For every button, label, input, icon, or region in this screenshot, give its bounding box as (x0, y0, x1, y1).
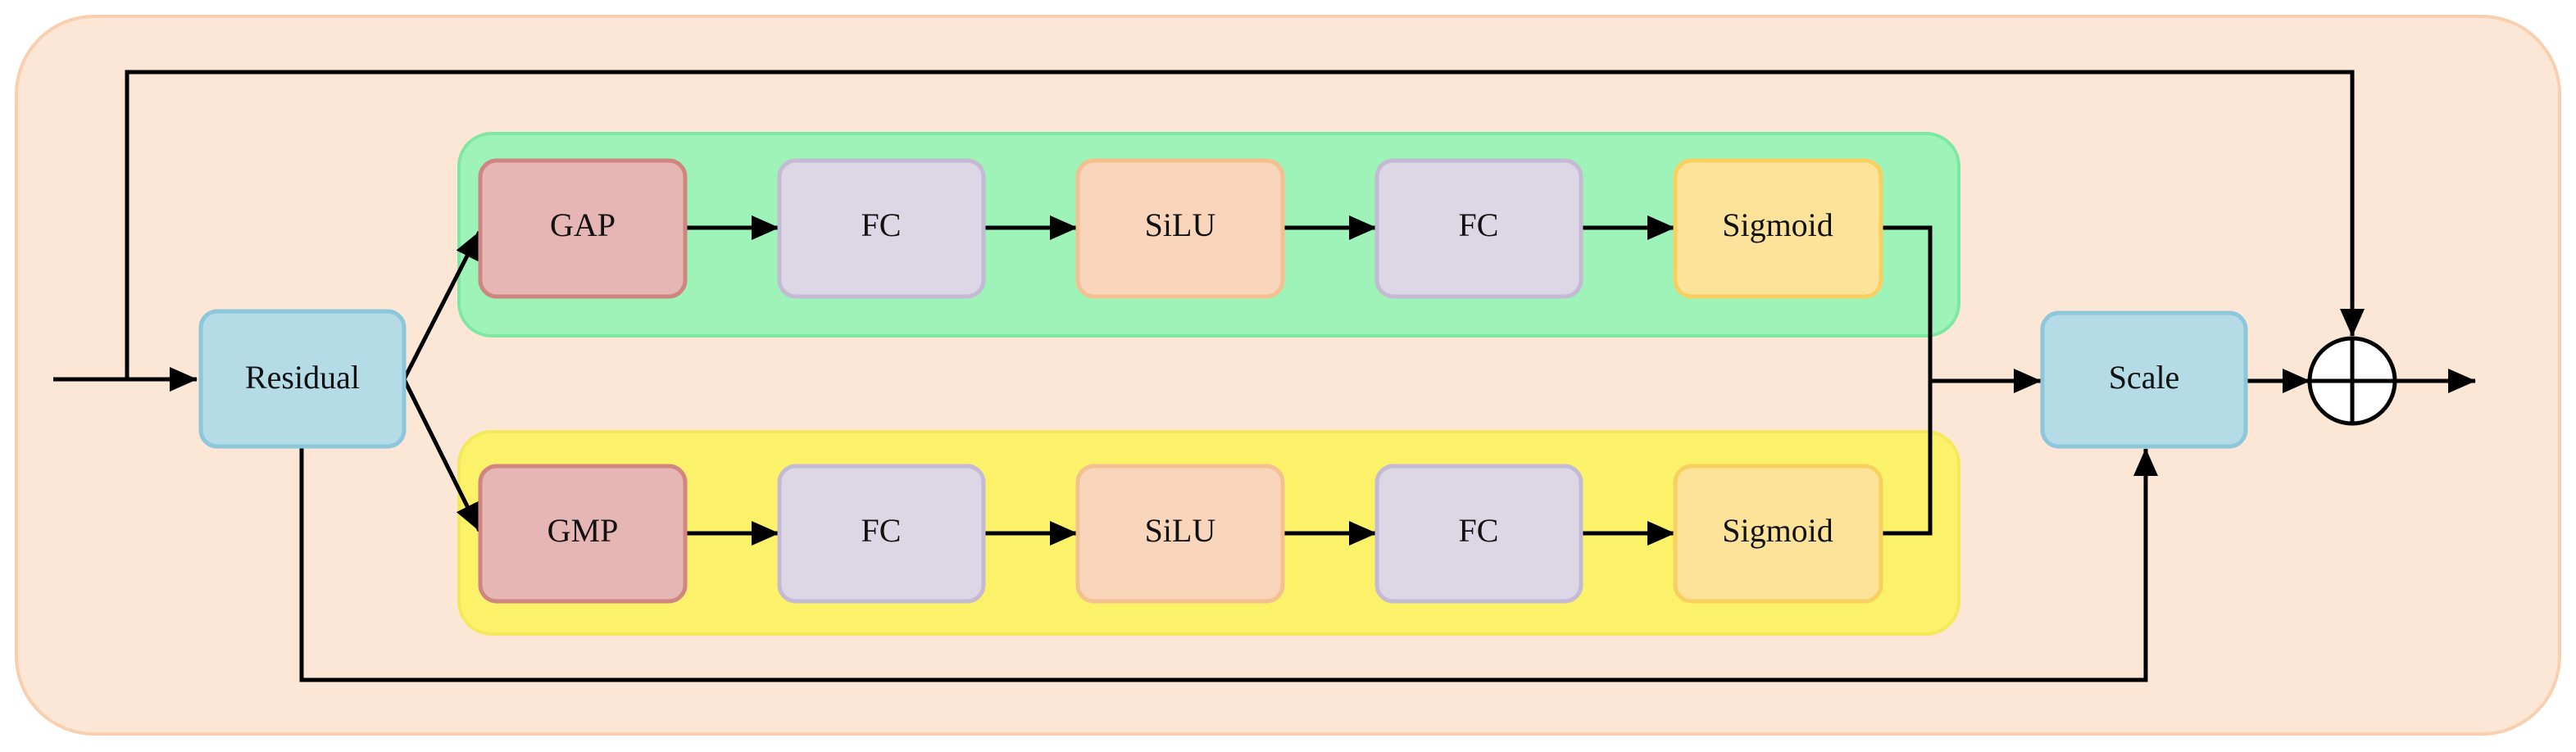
bottom-sigmoid-node: Sigmoid (1673, 464, 1883, 604)
residual-node: Residual (198, 309, 407, 449)
bottom-fc-1-label: FC (861, 512, 902, 549)
bottom-silu-label: SiLU (1145, 512, 1216, 549)
top-sigmoid-node: Sigmoid (1673, 158, 1883, 299)
connectors (53, 70, 2476, 682)
top-fc-1-node: FC (777, 158, 986, 299)
split-to-top-arrow (402, 230, 482, 381)
scale-node: Scale (2040, 310, 2248, 449)
gmp-label: GMP (547, 512, 619, 549)
top-silu-label: SiLU (1145, 206, 1216, 243)
bottom-fc-1-node: FC (777, 464, 986, 604)
bottom-sigmoid-out-line (1881, 381, 1933, 536)
gap-node: GAP (478, 158, 688, 299)
bottom-fc-2-label: FC (1459, 512, 1499, 549)
bottom-silu-node: SiLU (1075, 464, 1285, 604)
top-branch: GAP FC SiLU FC Sigmoid (478, 158, 1883, 299)
top-sigmoid-label: Sigmoid (1722, 206, 1833, 243)
top-sigmoid-out-line (1881, 225, 1933, 381)
circled-plus-icon (2307, 336, 2397, 426)
top-fc-1-label: FC (861, 206, 902, 243)
split-to-bottom-arrow (402, 378, 482, 532)
gmp-node: GMP (478, 464, 688, 604)
gap-label: GAP (550, 206, 616, 243)
bottom-sigmoid-label: Sigmoid (1722, 512, 1833, 549)
scale-label: Scale (2109, 359, 2180, 396)
top-fc-2-node: FC (1374, 158, 1583, 299)
bottom-fc-2-node: FC (1374, 464, 1583, 604)
top-silu-node: SiLU (1075, 158, 1285, 299)
bottom-branch: GMP FC SiLU FC Sigmoid (478, 464, 1883, 604)
top-fc-2-label: FC (1459, 206, 1499, 243)
residual-to-scale-line (299, 444, 2158, 682)
residual-label: Residual (245, 359, 360, 396)
skip-connection-line (125, 70, 2365, 379)
